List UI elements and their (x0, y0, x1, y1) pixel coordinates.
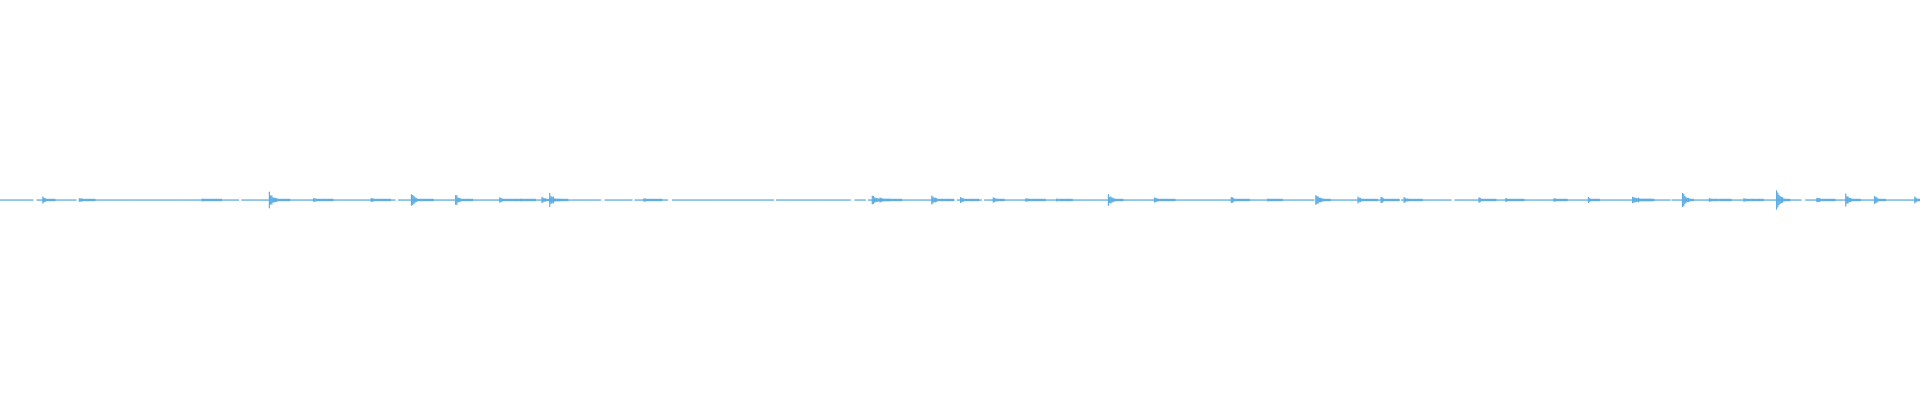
waveform-burst (1505, 198, 1525, 202)
baseline-segment (713, 199, 775, 201)
waveform-bursts (42, 190, 1920, 210)
baseline-segment (8, 199, 34, 201)
baseline-segment (1884, 199, 1920, 201)
waveform-burst (1403, 197, 1423, 203)
waveform-burst (960, 197, 980, 203)
waveform-burst (312, 198, 334, 202)
baseline-segment (79, 199, 134, 201)
waveform-burst (499, 197, 522, 203)
baseline-segment (1434, 199, 1452, 201)
waveform-burst (1743, 198, 1764, 202)
baseline-segment (241, 199, 292, 201)
baseline-segment (1181, 199, 1231, 201)
waveform-burst (1776, 190, 1791, 210)
baseline-segment (1719, 199, 1758, 201)
waveform-burst (42, 196, 56, 204)
baseline-segment (1454, 199, 1471, 201)
waveform-burst (1025, 198, 1046, 202)
waveform-burst (1056, 198, 1073, 202)
baseline-segment (854, 199, 866, 201)
baseline-segment (671, 199, 714, 201)
waveform-burst (1873, 196, 1886, 204)
baseline-segment (817, 199, 851, 201)
waveform-burst (410, 194, 434, 206)
baseline-segment (291, 199, 303, 201)
waveform-burst (1816, 197, 1836, 203)
waveform-burst (78, 198, 96, 202)
waveform-burst (1357, 196, 1378, 204)
baseline-segment (36, 199, 77, 201)
baseline-segment (1757, 199, 1780, 201)
waveform-burst (1267, 198, 1283, 202)
waveform-burst (201, 198, 222, 202)
waveform-burst (879, 197, 903, 203)
waveform-burst (1681, 192, 1694, 208)
waveform-burst (1845, 193, 1861, 207)
baseline-segment (1285, 199, 1315, 201)
waveform-burst (455, 195, 474, 205)
baseline-segment (1060, 199, 1097, 201)
baseline-segment (1671, 199, 1717, 201)
baseline-segment (508, 199, 571, 201)
baseline-segment (1805, 199, 1821, 201)
waveform-burst (1478, 197, 1497, 203)
waveform-burst (1315, 195, 1331, 205)
waveform-burst (1637, 197, 1655, 203)
waveform-burst (643, 198, 663, 202)
baseline-segment (0, 199, 9, 201)
baseline-segment (1470, 199, 1532, 201)
waveform-burst (1380, 197, 1400, 203)
baseline-segment (775, 199, 818, 201)
waveform-burst (1107, 194, 1124, 206)
baseline-segment (1592, 199, 1647, 201)
waveform-burst (931, 195, 954, 205)
waveform-burst (520, 198, 536, 202)
waveform-burst (1587, 197, 1600, 203)
baseline-segment (570, 199, 602, 201)
waveform-burst (549, 192, 569, 208)
baseline-segment (604, 199, 633, 201)
baseline-segment (1413, 199, 1435, 201)
waveform-burst (1914, 196, 1920, 204)
waveform-burst (1230, 197, 1250, 203)
waveform-burst (992, 197, 1005, 203)
baseline-segment (339, 199, 396, 201)
waveform-burst (268, 191, 291, 209)
waveform-burst (1708, 198, 1732, 202)
baseline-segment (133, 199, 183, 201)
baseline-segment (1316, 199, 1373, 201)
baseline-segment (461, 199, 509, 201)
baseline-segment (1647, 199, 1671, 201)
waveform-burst (1153, 197, 1176, 203)
baseline-segment (1372, 199, 1387, 201)
waveform-burst (1553, 198, 1568, 202)
waveform-burst (370, 197, 391, 203)
